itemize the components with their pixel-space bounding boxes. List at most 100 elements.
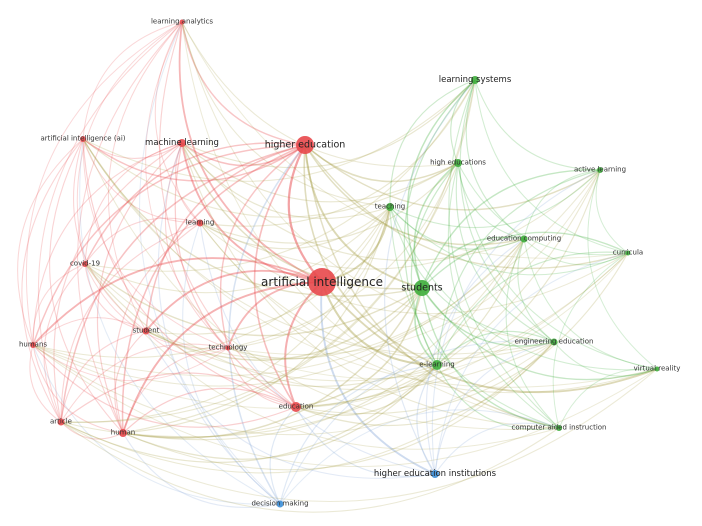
node-label[interactable]: engineering education [514, 337, 594, 346]
node-high-educations[interactable] [454, 159, 462, 167]
edge-student-technology [145, 330, 229, 356]
edge-engineering_education-higher_education_institutions [434, 341, 555, 475]
node-machine-learning[interactable] [178, 139, 186, 147]
edge-technology-students [227, 287, 423, 360]
node-label[interactable]: learning analytics [150, 17, 214, 26]
node-e-learning[interactable] [432, 360, 442, 370]
node-teaching[interactable] [386, 203, 394, 211]
node-label[interactable]: human [110, 428, 136, 437]
node-higher-education-institutions[interactable] [431, 470, 439, 478]
edge-machine_learning-human [96, 142, 183, 434]
node-label[interactable]: students [401, 282, 443, 294]
node-label[interactable]: covid-19 [69, 259, 101, 268]
node-label[interactable]: technology [208, 343, 248, 352]
edge-artificial_intelligence-student [145, 270, 323, 332]
node-virtual-reality[interactable] [654, 366, 660, 372]
edge-machine_learning-learning_systems [181, 79, 476, 169]
node-label[interactable]: learning [185, 218, 215, 227]
edge-humans-article [29, 344, 62, 423]
edge-ai_abbrev-decision_making [79, 138, 281, 505]
edge-learning_analytics-artificial_intelligence [178, 21, 323, 283]
edge-teaching-active_learning [389, 169, 601, 229]
node-education[interactable] [291, 402, 301, 412]
node-label[interactable]: student [132, 326, 160, 335]
edge-student-students [145, 287, 423, 361]
node-computer-aided-instruction[interactable] [556, 425, 562, 431]
edge-student-higher_education_institutions [145, 330, 436, 479]
edge-learning_analytics-engineering_education [181, 21, 555, 343]
node-learning[interactable] [196, 219, 204, 227]
node-label[interactable]: e-learning [419, 360, 455, 369]
edge-student-education_computing [145, 238, 525, 360]
node-label[interactable]: computer aided instruction [511, 423, 607, 432]
node-students[interactable] [414, 280, 430, 296]
edge-learning-curricula [199, 222, 629, 315]
node-label[interactable]: higher education institutions [373, 468, 497, 479]
edge-covid19-student [84, 263, 147, 332]
edge-machine_learning-technology [165, 142, 229, 349]
edge-machine_learning-students [181, 142, 423, 290]
edge-ai_abbrev-learning [82, 138, 201, 224]
edge-humans-education_computing [32, 238, 525, 387]
node-active-learning[interactable] [597, 167, 603, 173]
edge-technology-curricula [227, 252, 629, 379]
node-covid19[interactable] [82, 261, 88, 267]
node-label[interactable]: virtual reality [633, 364, 681, 373]
node-label[interactable]: machine learning [145, 137, 219, 148]
edge-machine_learning-teaching [181, 142, 391, 219]
node-technology[interactable] [225, 345, 231, 351]
edge-learning-teaching [199, 206, 391, 250]
node-artificial-intelligence[interactable] [308, 268, 336, 296]
node-student[interactable] [142, 327, 150, 335]
edge-students-computer_aided_instruction [421, 287, 560, 429]
node-label[interactable]: high educations [430, 158, 486, 167]
edge-learning_systems-education_computing [465, 79, 525, 240]
node-decision-making[interactable] [276, 500, 284, 508]
node-label[interactable]: artificial intelligence (ai) [40, 134, 126, 143]
edge-education_computing-computer_aided_instruction [505, 238, 560, 429]
edge-artificial_intelligence-human [122, 281, 323, 434]
edge-higher_education-covid19 [84, 142, 306, 265]
node-label[interactable]: learning systems [438, 74, 512, 85]
node-label[interactable]: article [50, 417, 72, 426]
edges-layer [17, 21, 658, 513]
edge-human-engineering_education [122, 341, 555, 471]
node-humans[interactable] [30, 342, 36, 348]
node-article[interactable] [57, 418, 65, 426]
node-ai-abbrev[interactable] [80, 136, 86, 142]
edge-education-students [295, 287, 423, 408]
node-label[interactable]: humans [18, 340, 48, 349]
node-label[interactable]: active learning [573, 165, 627, 174]
node-human[interactable] [119, 429, 127, 437]
edge-ai_abbrev-technology [82, 138, 229, 349]
edge-machine_learning-article [53, 142, 183, 423]
edge-ai_abbrev-learning_systems [82, 79, 476, 182]
node-engineering-education[interactable] [550, 338, 558, 346]
node-learning-analytics[interactable] [179, 19, 185, 25]
node-label[interactable]: decision making [251, 499, 309, 508]
edge-higher_education-humans [32, 144, 306, 346]
edge-humans-decision_making [32, 344, 281, 505]
node-education-computing[interactable] [520, 235, 528, 243]
node-higher-education[interactable] [296, 136, 314, 154]
node-curricula[interactable] [625, 250, 631, 256]
edge-higher_education-artificial_intelligence [287, 144, 323, 283]
edge-active_learning-virtual_reality [587, 169, 658, 370]
node-label[interactable]: teaching [374, 202, 406, 211]
edge-curricula-higher_education_institutions [434, 252, 629, 475]
edge-student-teaching [145, 206, 391, 335]
node-label[interactable]: education computing [486, 234, 562, 243]
node-label[interactable]: higher education [264, 139, 346, 151]
edge-machine_learning-decision_making [157, 142, 281, 505]
edge-ai_abbrev-article [21, 138, 84, 423]
edge-article-e_learning [60, 364, 438, 463]
node-learning-systems[interactable] [471, 76, 479, 84]
edge-humans-human [32, 344, 124, 434]
edge-learning_analytics-humans [26, 21, 183, 346]
edge-learning_analytics-article [37, 21, 183, 423]
edge-technology-article [60, 343, 229, 423]
node-label[interactable]: artificial intelligence [261, 275, 383, 289]
node-label[interactable]: curricula [612, 248, 644, 257]
node-label[interactable]: education [278, 402, 314, 411]
